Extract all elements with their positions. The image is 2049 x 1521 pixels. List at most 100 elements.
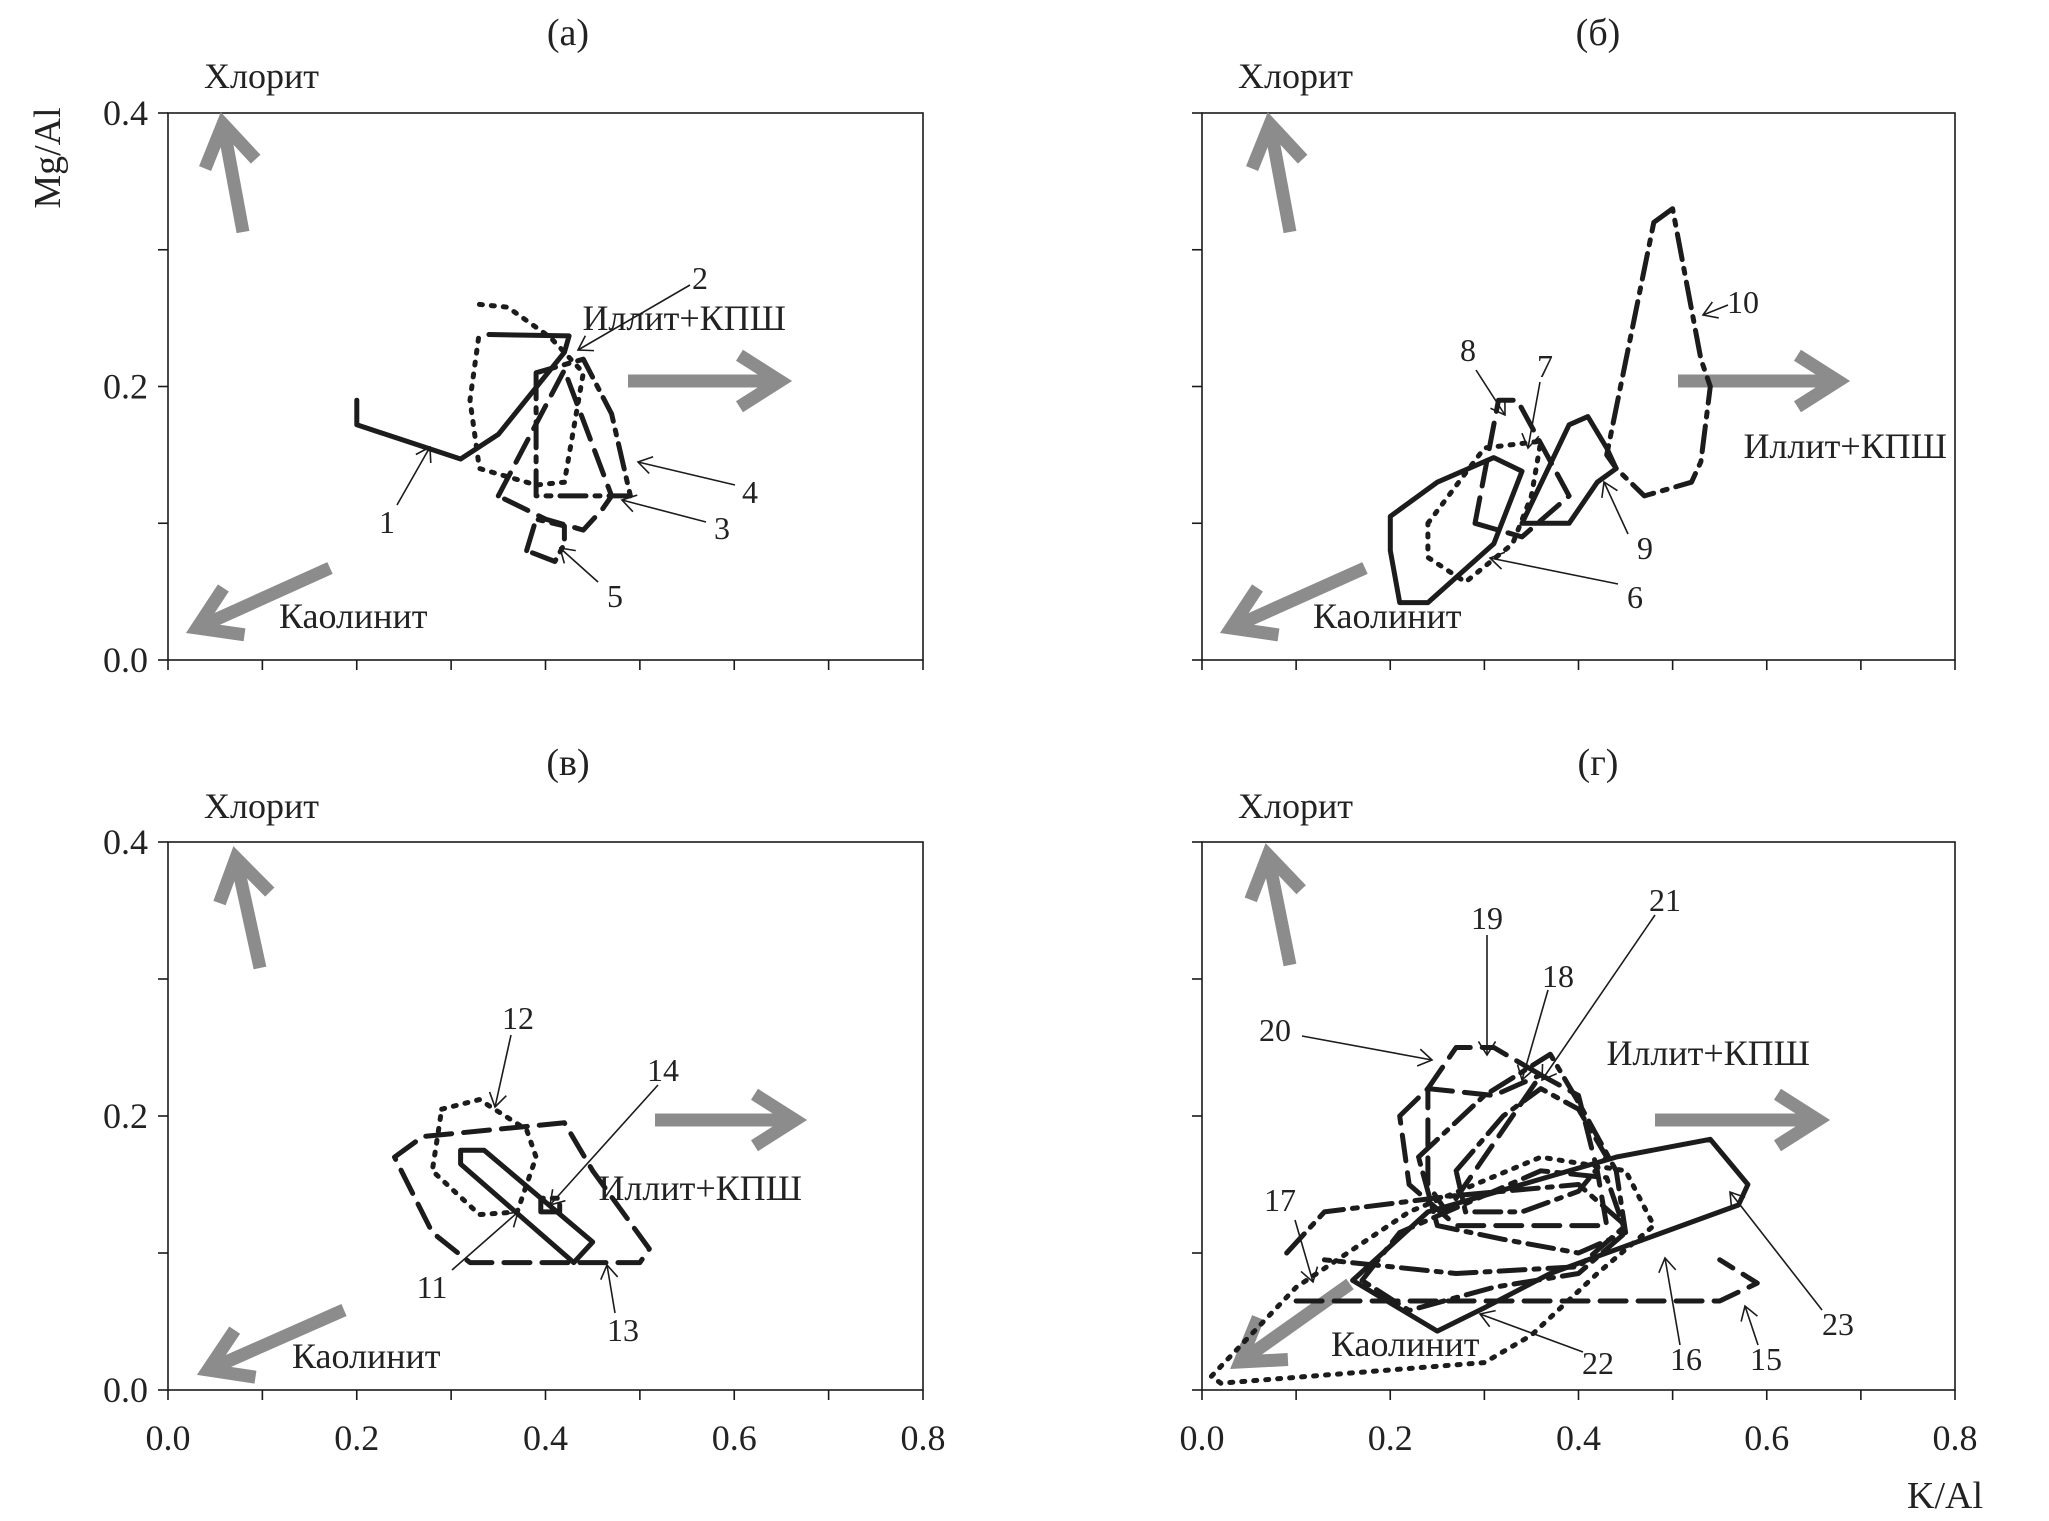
leader-line-11 <box>451 1211 519 1271</box>
leader-arrow-9 <box>1601 480 1618 498</box>
leader-line-10 <box>1702 304 1729 316</box>
chlorite-arrow-head <box>213 846 275 906</box>
y-tick-label: 0.0 <box>103 1370 148 1410</box>
kaolinite-arrow-head <box>196 1326 257 1384</box>
kaolinite-arrow <box>194 562 333 634</box>
leader-line-18 <box>1521 989 1549 1081</box>
plot-area-frame <box>167 112 924 661</box>
leader-line-2 <box>577 284 691 351</box>
field-23 <box>1350 1136 1751 1334</box>
field-11 <box>458 1147 596 1266</box>
field-2 <box>467 301 586 488</box>
leader-arrow-15 <box>1740 1304 1758 1322</box>
leader-arrow-12 <box>488 1091 507 1109</box>
y-tick-label: 0.2 <box>103 1096 148 1136</box>
leader-arrow-20 <box>1416 1048 1434 1067</box>
field-label-4: 4 <box>742 474 758 510</box>
leader-line-14 <box>549 1084 659 1206</box>
x-tick-label: 0.8 <box>901 1418 946 1458</box>
leader-line-5 <box>559 547 599 583</box>
field-label-14: 14 <box>647 1052 679 1088</box>
panel-title-b: (б) <box>1576 12 1621 54</box>
leader-line-3 <box>621 499 707 523</box>
panel-title-v: (в) <box>546 742 589 784</box>
leader-arrow-13 <box>600 1263 619 1281</box>
leader-arrow-10 <box>1701 301 1719 319</box>
field-14 <box>538 1195 563 1215</box>
plot-area-frame <box>167 841 924 1391</box>
field-8 <box>1472 397 1572 540</box>
chlorite-arrow-head <box>1244 843 1306 903</box>
field-label-11: 11 <box>417 1269 448 1305</box>
kaolinite-arrow-head <box>185 584 246 642</box>
x-tick-label: 0.4 <box>523 1418 568 1458</box>
field-label-7: 7 <box>1537 348 1553 384</box>
leader-arrow-7 <box>1521 432 1540 450</box>
leader-line-16 <box>1664 1257 1681 1346</box>
field-label-12: 12 <box>502 1000 534 1036</box>
leader-line-8 <box>1475 369 1506 416</box>
leader-arrow-4 <box>636 456 654 475</box>
chlorite-label: Хлорит <box>204 56 319 96</box>
leader-line-1 <box>396 446 431 506</box>
field-label-16: 16 <box>1670 1341 1702 1377</box>
leader-line-7 <box>1527 381 1541 449</box>
illite-label: Иллит+КПШ <box>582 298 786 338</box>
leader-arrow-8 <box>1490 398 1506 417</box>
field-10 <box>1604 206 1713 499</box>
kaolinite-arrow <box>1228 562 1368 634</box>
field-label-1: 1 <box>379 504 395 540</box>
kaolinite-arrow <box>1236 1278 1354 1368</box>
field-label-3: 3 <box>714 510 730 546</box>
y-axis-label: Mg/Al <box>27 107 69 208</box>
y-tick-label: 0.4 <box>103 93 148 133</box>
field-label-9: 9 <box>1637 530 1653 566</box>
field-label-22: 22 <box>1582 1345 1614 1381</box>
kaolinite-label: Каолинит <box>1331 1324 1480 1364</box>
chlorite-arrow <box>229 856 267 970</box>
field-label-5: 5 <box>607 578 623 614</box>
chlorite-arrow <box>1263 122 1297 234</box>
field-label-6: 6 <box>1627 579 1643 615</box>
y-tick-label: 0.4 <box>103 822 148 862</box>
leader-line-13 <box>606 1264 616 1314</box>
x-tick-label: 0.4 <box>1556 1418 1601 1458</box>
leader-line-15 <box>1744 1305 1759 1346</box>
x-tick-label: 0.8 <box>1933 1418 1978 1458</box>
field-label-17: 17 <box>1264 1182 1296 1218</box>
leader-line-12 <box>494 1034 512 1108</box>
field-15 <box>1293 1257 1760 1304</box>
leader-arrow-3 <box>620 494 638 513</box>
field-22 <box>1359 1168 1629 1313</box>
chlorite-arrow-head <box>199 112 261 171</box>
illite-arrow-head <box>750 1088 808 1152</box>
x-tick-label: 0.6 <box>712 1418 757 1458</box>
kaolinite-label: Каолинит <box>1313 596 1462 636</box>
field-label-23: 23 <box>1822 1306 1854 1342</box>
chlorite-arrow <box>216 122 250 234</box>
illite-arrow-head <box>1773 1088 1831 1152</box>
leader-arrow-21 <box>1541 1063 1558 1082</box>
leader-line-20 <box>1301 1035 1433 1061</box>
leader-line-9 <box>1603 481 1629 535</box>
field-label-19: 19 <box>1471 900 1503 936</box>
panel-title-g: (г) <box>1578 742 1619 784</box>
field-6 <box>1387 455 1525 606</box>
field-16 <box>1208 1154 1657 1386</box>
chlorite-label: Хлорит <box>204 786 319 826</box>
kaolinite-label: Каолинит <box>292 1336 441 1376</box>
x-tick-label: 0.2 <box>1368 1418 1413 1458</box>
field-21 <box>1453 1086 1610 1215</box>
leader-arrow-14 <box>549 1189 566 1207</box>
leader-arrow-5 <box>558 547 576 564</box>
field-label-8: 8 <box>1460 332 1476 368</box>
field-label-2: 2 <box>692 260 708 296</box>
leader-line-17 <box>1294 1219 1314 1283</box>
illite-label: Иллит+КПШ <box>1606 1033 1810 1073</box>
illite-label: Иллит+КПШ <box>1743 426 1947 466</box>
y-tick-label: 0.0 <box>103 640 148 680</box>
field-12 <box>429 1097 539 1218</box>
